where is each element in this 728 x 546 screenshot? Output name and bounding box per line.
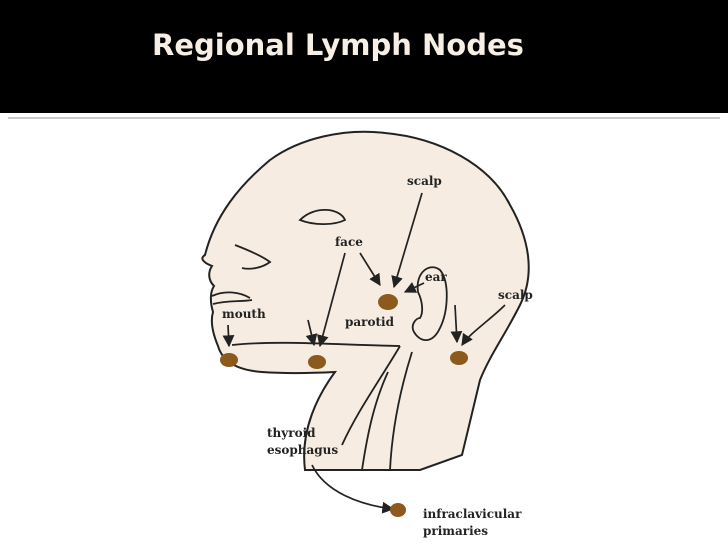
label-scalp-right: scalp (498, 288, 533, 302)
submandibular-node-face (308, 355, 326, 369)
lips-shape (211, 291, 253, 305)
eye-shape (298, 208, 347, 226)
title-divider (8, 117, 720, 119)
ear-shape (411, 266, 448, 342)
label-ear: ear (425, 270, 447, 284)
neck-line-left (341, 345, 401, 446)
submandibular-node-mouth (220, 353, 238, 367)
label-thyroid: thyroid (267, 426, 316, 440)
neck-line-inner-b (389, 351, 413, 471)
label-scalp-top: scalp (407, 174, 442, 188)
infraclavicular-node (390, 503, 406, 517)
label-mouth: mouth (222, 307, 266, 321)
head-outline (201, 130, 530, 471)
label-parotid: parotid (345, 315, 395, 329)
label-face: face (335, 235, 363, 249)
label-primaries: primaries (423, 524, 488, 538)
title-bar: Regional Lymph Nodes (0, 0, 728, 113)
label-esophagus: esophagus (267, 443, 338, 457)
slide-title: Regional Lymph Nodes (152, 28, 524, 62)
posterior-node-scalp (450, 351, 468, 365)
parotid-node (378, 294, 398, 310)
neck-line-inner-a (361, 371, 389, 471)
label-infraclavicular: infraclavicular (423, 507, 522, 521)
nose-shape (234, 244, 272, 270)
